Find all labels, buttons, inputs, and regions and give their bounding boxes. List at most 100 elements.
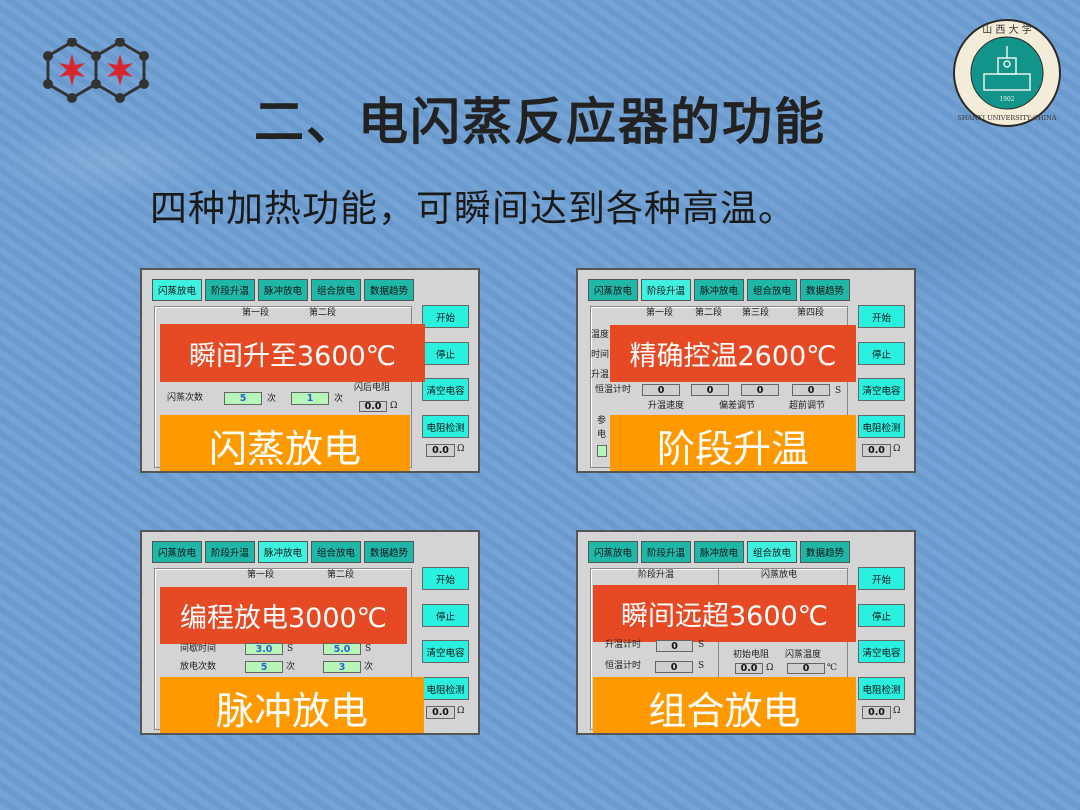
field-label: 闪蒸次数 xyxy=(167,393,204,403)
field-label: S xyxy=(365,644,372,654)
field-label: S xyxy=(835,386,842,396)
tab-3[interactable]: 组合放电 xyxy=(747,279,797,301)
field-label: 闪后电阻 xyxy=(354,383,391,393)
hexagon-star-logo xyxy=(40,37,152,108)
mode-banner: 阶段升温 xyxy=(610,415,856,471)
field-label: S xyxy=(698,661,705,671)
field-label: 次 xyxy=(364,662,374,672)
side-button-2[interactable]: 清空电容 xyxy=(422,640,469,663)
shanxi-university-seal-logo: 1902 山 西 大 学 SHANXI UNIVERSITY·CHINA xyxy=(952,18,1062,132)
value-field: 0 xyxy=(656,640,693,652)
side-button-1[interactable]: 停止 xyxy=(858,342,905,365)
field-label: Ω xyxy=(390,401,398,411)
value-field: 0.0 xyxy=(735,663,763,674)
tab-2[interactable]: 脉冲放电 xyxy=(694,541,744,563)
side-button-2[interactable]: 清空电容 xyxy=(422,378,469,401)
side-button-3[interactable]: 电阻检测 xyxy=(422,677,469,700)
field-label: 时间 xyxy=(591,350,610,360)
tab-3[interactable]: 组合放电 xyxy=(747,541,797,563)
slide-subtitle: 四种加热功能，可瞬间达到各种高温。 xyxy=(150,187,796,230)
tab-0[interactable]: 闪蒸放电 xyxy=(588,541,638,563)
resistance-readout: 0.0 xyxy=(862,444,891,457)
resistance-readout: 0.0 xyxy=(862,706,891,719)
field-label: 第四段 xyxy=(797,308,825,318)
temperature-banner: 编程放电3000℃ xyxy=(160,587,407,644)
side-button-2[interactable]: 清空电容 xyxy=(858,640,905,663)
field-label: 第一段 xyxy=(247,570,275,580)
field-label: 第二段 xyxy=(327,570,355,580)
tab-3[interactable]: 组合放电 xyxy=(311,541,361,563)
side-button-2[interactable]: 清空电容 xyxy=(858,378,905,401)
side-button-3[interactable]: 电阻检测 xyxy=(858,677,905,700)
tab-2[interactable]: 脉冲放电 xyxy=(258,279,308,301)
field-label: 第二段 xyxy=(695,308,723,318)
resistance-unit: Ω xyxy=(457,444,465,454)
tab-1[interactable]: 阶段升温 xyxy=(641,279,691,301)
mode-banner: 闪蒸放电 xyxy=(160,415,410,471)
svg-text:山 西 大 学: 山 西 大 学 xyxy=(982,23,1032,36)
field-label: 第三段 xyxy=(742,308,770,318)
value-field: 0 xyxy=(655,661,693,673)
value-field[interactable]: 5 xyxy=(224,392,262,405)
temperature-banner: 瞬间远超3600℃ xyxy=(593,585,856,642)
side-button-0[interactable]: 开始 xyxy=(858,305,905,328)
field-label: ℃ xyxy=(827,663,838,673)
value-field[interactable]: 1 xyxy=(291,392,329,405)
resistance-unit: Ω xyxy=(457,706,465,716)
side-button-3[interactable]: 电阻检测 xyxy=(422,415,469,438)
svg-text:SHANXI UNIVERSITY·CHINA: SHANXI UNIVERSITY·CHINA xyxy=(957,114,1056,122)
field-label: Ω xyxy=(766,663,774,673)
side-button-1[interactable]: 停止 xyxy=(422,604,469,627)
side-button-1[interactable]: 停止 xyxy=(858,604,905,627)
value-field[interactable]: 5.0 xyxy=(323,643,361,655)
value-field: 0 xyxy=(787,663,825,674)
resistance-readout: 0.0 xyxy=(426,444,455,457)
field-label: S xyxy=(287,644,294,654)
value-field: 0 xyxy=(691,384,729,396)
tab-0[interactable]: 闪蒸放电 xyxy=(152,541,202,563)
tab-1[interactable]: 阶段升温 xyxy=(205,279,255,301)
temperature-banner: 精确控温2600℃ xyxy=(610,325,856,382)
side-button-0[interactable]: 开始 xyxy=(858,567,905,590)
field-label: 升温计时 xyxy=(605,640,642,650)
field-label: 第一段 xyxy=(646,308,674,318)
mode-banner: 组合放电 xyxy=(593,677,856,733)
tab-4[interactable]: 数据趋势 xyxy=(800,279,850,301)
tab-4[interactable]: 数据趋势 xyxy=(364,541,414,563)
tab-1[interactable]: 阶段升温 xyxy=(641,541,691,563)
value-field[interactable]: 3.0 xyxy=(245,643,283,655)
value-field: 0 xyxy=(642,384,680,396)
frame-divider xyxy=(718,568,719,730)
side-button-1[interactable]: 停止 xyxy=(422,342,469,365)
side-button-3[interactable]: 电阻检测 xyxy=(858,415,905,438)
field-label: 次 xyxy=(334,394,344,404)
field-label: 第二段 xyxy=(309,308,337,318)
value-field[interactable]: 3 xyxy=(323,661,361,673)
field-label: 参 xyxy=(597,416,607,426)
value-field[interactable]: 5 xyxy=(245,661,283,673)
field-label: 温度 xyxy=(591,330,610,340)
field-label: S xyxy=(698,640,705,650)
field-label: 次 xyxy=(286,662,296,672)
tab-0[interactable]: 闪蒸放电 xyxy=(588,279,638,301)
value-field: 0.0 xyxy=(359,401,387,412)
field-label: 偏差调节 xyxy=(719,401,756,411)
field-label: 升温速度 xyxy=(648,401,685,411)
value-field[interactable] xyxy=(597,445,607,457)
tab-2[interactable]: 脉冲放电 xyxy=(258,541,308,563)
field-label: 初始电阻 xyxy=(733,650,770,660)
tab-4[interactable]: 数据趋势 xyxy=(364,279,414,301)
field-label: 电 xyxy=(597,430,607,440)
field-label: 超前调节 xyxy=(789,401,826,411)
tab-0[interactable]: 闪蒸放电 xyxy=(152,279,202,301)
tab-1[interactable]: 阶段升温 xyxy=(205,541,255,563)
tab-3[interactable]: 组合放电 xyxy=(311,279,361,301)
tab-4[interactable]: 数据趋势 xyxy=(800,541,850,563)
side-button-0[interactable]: 开始 xyxy=(422,305,469,328)
side-button-0[interactable]: 开始 xyxy=(422,567,469,590)
tab-2[interactable]: 脉冲放电 xyxy=(694,279,744,301)
temperature-banner: 瞬间升至3600℃ xyxy=(160,324,425,382)
